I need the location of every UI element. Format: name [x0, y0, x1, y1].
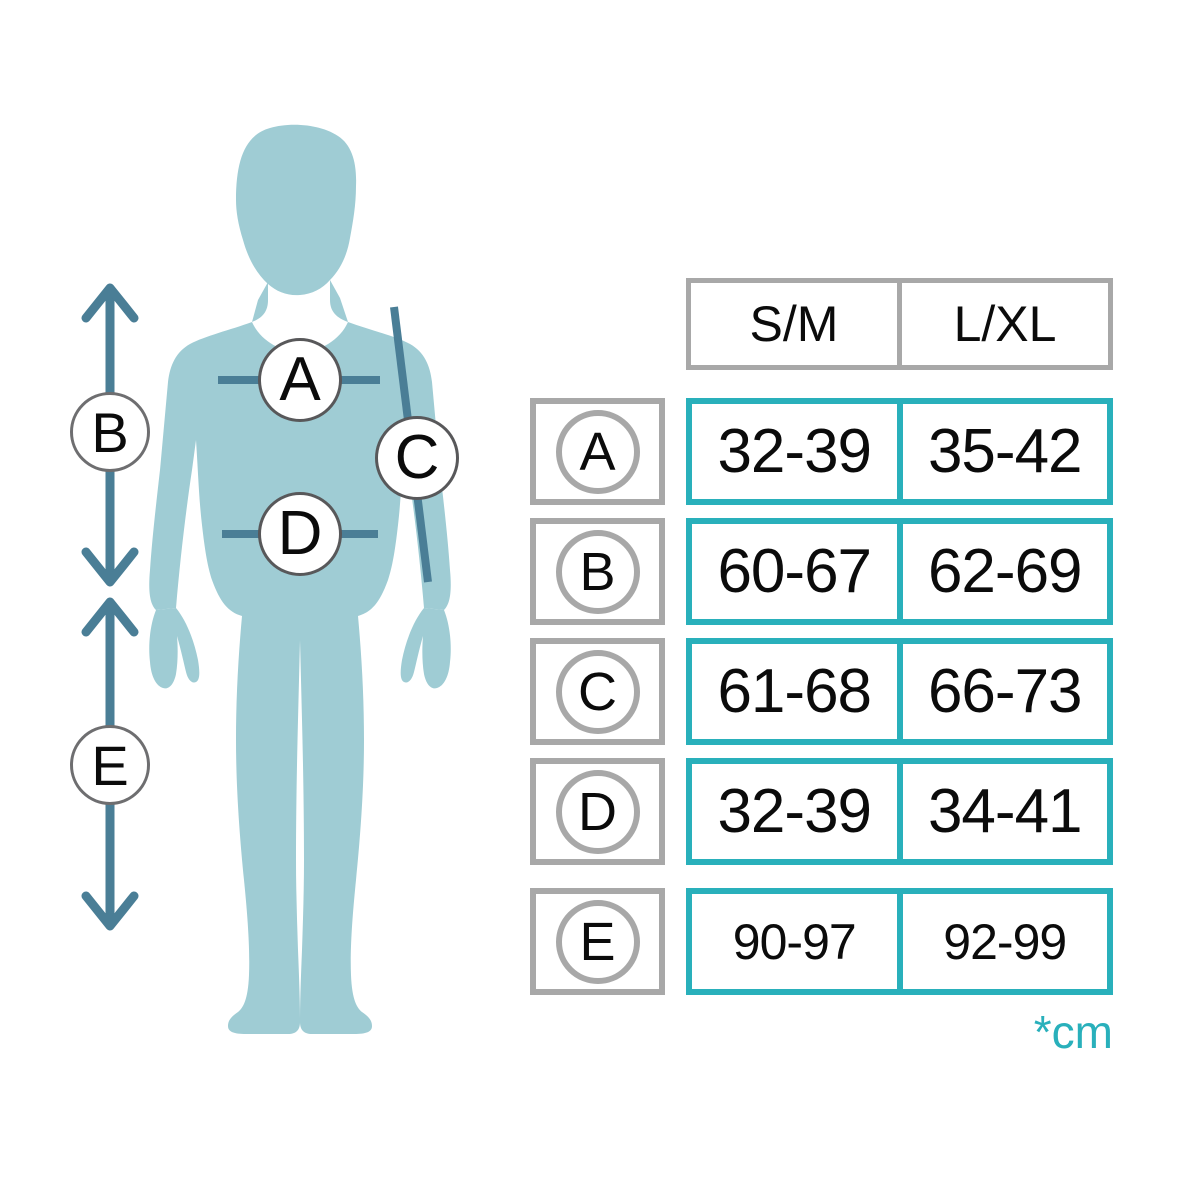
row-key-circle-a: A: [555, 409, 640, 494]
figure-marker-c-label: C: [394, 423, 440, 492]
table-row: A 32-39 35-42: [500, 398, 1113, 505]
table-row: D 32-39 34-41: [500, 758, 1113, 865]
row-key-circle-c: C: [555, 649, 640, 734]
table-row: C 61-68 66-73: [500, 638, 1113, 745]
unit-note: *cm: [1033, 1006, 1113, 1058]
cell-e-lxl: 92-99: [896, 894, 1108, 989]
cell-c-lxl: 66-73: [896, 644, 1108, 739]
figure-marker-b: B: [70, 392, 150, 472]
row-values-d: 32-39 34-41: [686, 758, 1113, 865]
cell-c-sm: 61-68: [717, 657, 872, 726]
body-silhouette-shape: [149, 124, 451, 1034]
row-key-circle-b: B: [555, 529, 640, 614]
cell-b-lxl: 62-69: [896, 524, 1108, 619]
row-values-c: 61-68 66-73: [686, 638, 1113, 745]
table-header-row: S/M L/XL: [686, 278, 1113, 370]
cell-a-sm: 32-39: [717, 417, 872, 486]
cell-d-sm: 32-39: [717, 777, 872, 846]
figure-marker-a-label: A: [279, 345, 321, 414]
figure-marker-d-label: D: [277, 499, 323, 568]
cell-b-sm: 60-67: [717, 537, 872, 606]
row-key-box-e: E: [530, 888, 665, 995]
figure-marker-b-label: B: [91, 400, 129, 464]
table-row: E 90-97 92-99: [500, 888, 1113, 995]
figure-marker-a: A: [258, 338, 342, 422]
row-key-circle-d: D: [555, 769, 640, 854]
body-figure-panel: A D C B E: [0, 0, 500, 1200]
row-values-a: 32-39 35-42: [686, 398, 1113, 505]
table-header-cell-sm: S/M: [749, 296, 839, 352]
row-key-box-a: A: [530, 398, 665, 505]
figure-marker-e-label: E: [91, 733, 129, 797]
size-table-panel: S/M L/XL A 32-39 35-42 B 60-67 62-69: [500, 0, 1200, 1200]
row-values-b: 60-67 62-69: [686, 518, 1113, 625]
row-key-box-b: B: [530, 518, 665, 625]
row-values-e: 90-97 92-99: [686, 888, 1113, 995]
row-key-box-d: D: [530, 758, 665, 865]
table-row: B 60-67 62-69: [500, 518, 1113, 625]
cell-d-lxl: 34-41: [896, 764, 1108, 859]
cell-a-lxl: 35-42: [896, 404, 1108, 499]
figure-marker-e: E: [70, 725, 150, 805]
row-key-circle-e: E: [555, 899, 640, 984]
cell-e-sm: 90-97: [732, 913, 857, 970]
table-header-cell-lxl: L/XL: [897, 283, 1108, 365]
body-silhouette-svg: [81, 124, 451, 1034]
figure-marker-d: D: [258, 492, 342, 576]
figure-marker-c: C: [375, 416, 459, 500]
row-key-box-c: C: [530, 638, 665, 745]
